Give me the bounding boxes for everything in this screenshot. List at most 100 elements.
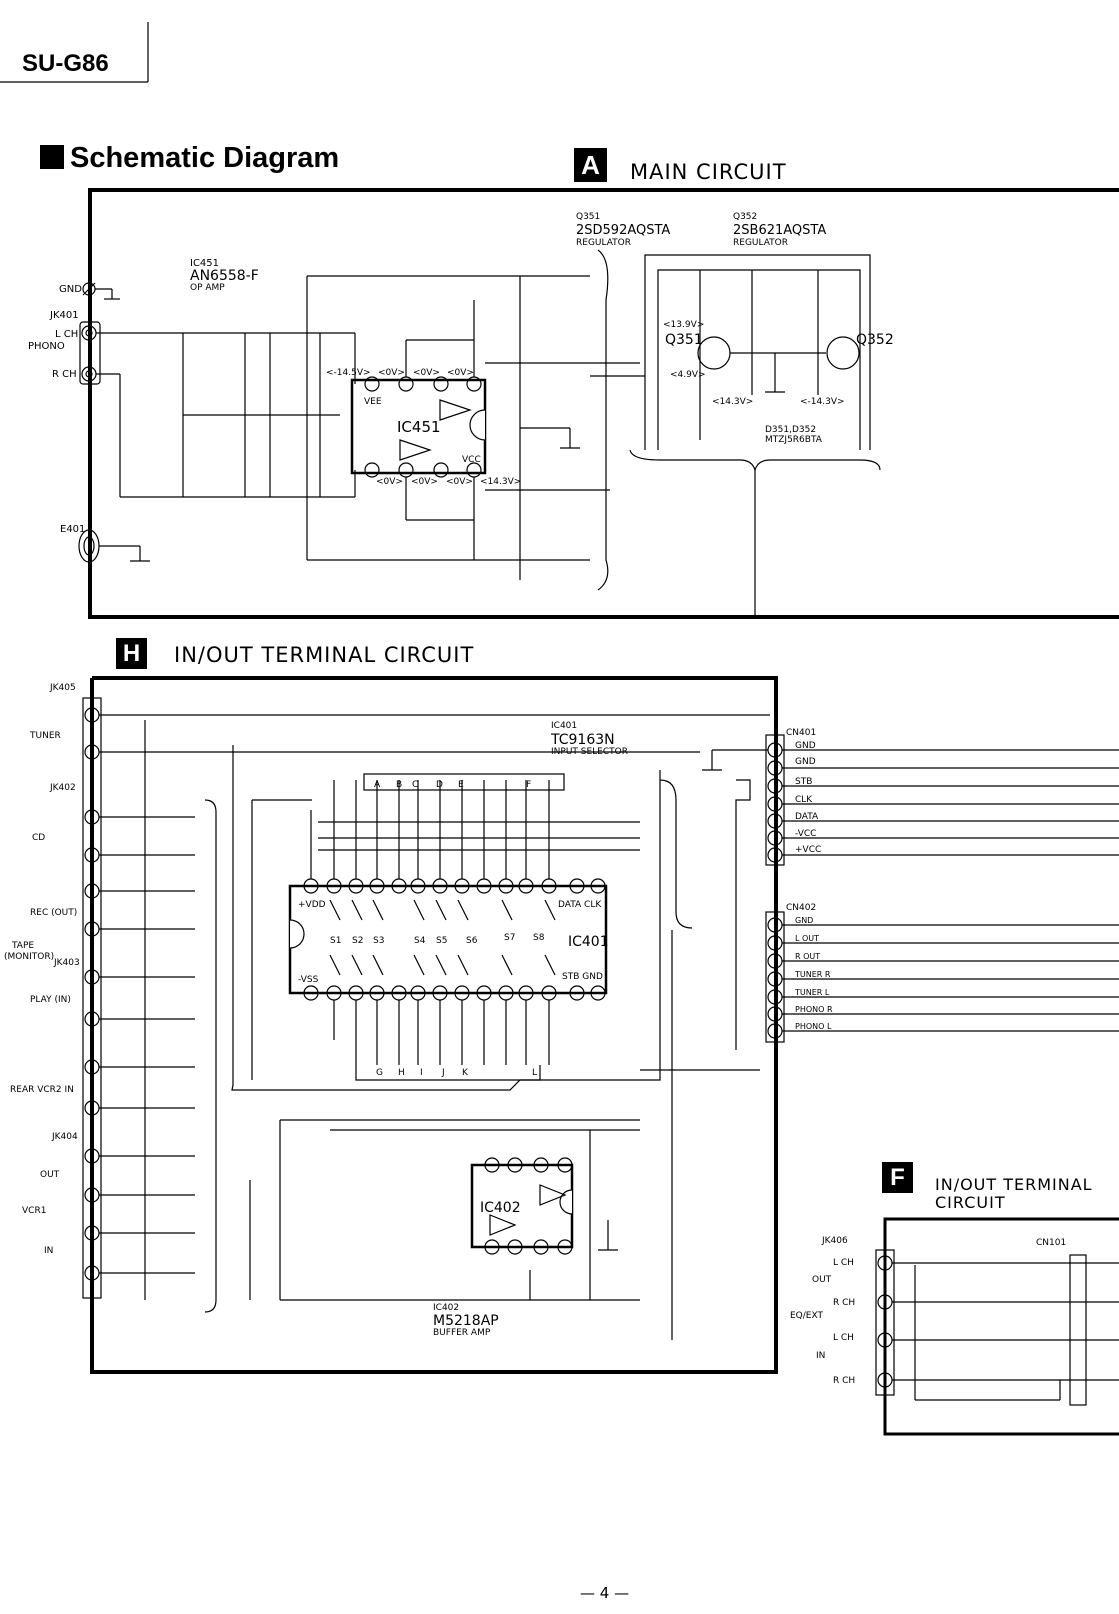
bus-label: A xyxy=(374,780,381,790)
cn401-pin-label: GND xyxy=(795,757,816,767)
page-title: Schematic Diagram xyxy=(40,142,339,175)
section-a-badge: A xyxy=(574,148,607,182)
voltage-label: <-14.3V> xyxy=(800,397,845,407)
e401-label: E401 xyxy=(60,524,85,535)
section-h-title: IN/OUT TERMINAL CIRCUIT xyxy=(174,643,475,667)
vcr1-label: VCR1 xyxy=(22,1206,46,1216)
voltage-label: <0V> xyxy=(413,368,440,378)
switch-label: S7 xyxy=(504,933,515,943)
q351-part: 2SD592AQSTA xyxy=(576,223,670,238)
q352-role: REGULATOR xyxy=(733,238,788,248)
jk402-label: JK402 xyxy=(49,783,76,793)
out-label: OUT xyxy=(40,1170,60,1180)
ic401-ref: IC401 xyxy=(551,721,577,731)
cd-label: CD xyxy=(32,833,45,843)
diode-part: MTZJ5R6BTA xyxy=(765,435,823,445)
cn402-pin-label: GND xyxy=(795,916,813,925)
voltage-label: <0V> xyxy=(446,477,473,487)
ic401-switches xyxy=(329,899,556,976)
r-ch-label: R CH xyxy=(833,1298,855,1308)
r-ch-label: R CH xyxy=(52,369,77,380)
switch-label: S4 xyxy=(414,936,426,946)
ic401-pins xyxy=(303,878,606,1001)
voltage-label: <13.9V> xyxy=(663,320,704,330)
cn402-label: CN402 xyxy=(786,903,816,913)
bus-label: G xyxy=(376,1068,383,1078)
q351-role: REGULATOR xyxy=(576,238,631,248)
tuner-label: TUNER xyxy=(29,731,61,741)
cn401-pin-label: -VCC xyxy=(795,829,816,839)
bus-label: D xyxy=(436,780,443,790)
switch-label: S6 xyxy=(466,936,478,946)
vss-label: -VSS xyxy=(298,975,319,985)
voltage-label: <14.3V> xyxy=(480,477,521,487)
q351-ref: Q351 xyxy=(576,212,600,222)
cn401-pin-label: CLK xyxy=(795,795,813,805)
vcc-label: VCC xyxy=(462,455,481,465)
section-f-title-2: CIRCUIT xyxy=(935,1193,1006,1212)
ic401-body-label: IC401 xyxy=(568,934,609,950)
bus-label: J xyxy=(441,1068,445,1078)
voltage-label: <0V> xyxy=(447,368,474,378)
model-number: SU-G86 xyxy=(22,50,109,77)
bus-label: B xyxy=(396,780,402,790)
section-f-badge: F xyxy=(882,1162,913,1193)
monitor-label: (MONITOR) xyxy=(4,952,54,962)
cn402-pin-label: R OUT xyxy=(795,952,820,961)
out-label: OUT xyxy=(812,1275,832,1285)
gnd-label: GND xyxy=(59,284,82,295)
ic402-role: BUFFER AMP xyxy=(433,1328,491,1338)
bus-label: I xyxy=(420,1068,423,1078)
bus-label: E xyxy=(458,780,464,790)
page-title-text: Schematic Diagram xyxy=(70,142,340,174)
voltage-label: <4.9V> xyxy=(670,370,706,380)
ic451-ref: IC451 xyxy=(190,258,219,269)
cn402-pin-label: PHONO R xyxy=(795,1005,833,1014)
bus-label: H xyxy=(398,1068,405,1078)
h-circuit-labels: JK405 TUNER JK402 CD REC (OUT) TAPE (MON… xyxy=(4,683,833,1338)
ic402-ref: IC402 xyxy=(433,1303,459,1313)
bus-label: F xyxy=(526,780,531,790)
cn401-pin-label: STB xyxy=(795,777,812,787)
f-circuit-frame xyxy=(883,1217,1119,1436)
l-ch-label: L CH xyxy=(833,1333,854,1343)
q351-body-label: Q351 xyxy=(665,332,703,348)
cn401-pin-label: +VCC xyxy=(795,845,821,855)
header-frame xyxy=(0,22,149,83)
cn402-pin-label: PHONO L xyxy=(795,1022,832,1031)
ic451-part: AN6558-F xyxy=(190,268,259,284)
ic401-part: TC9163N xyxy=(550,732,615,748)
rec-out-label: REC (OUT) xyxy=(30,908,77,918)
cn402-pin-label: TUNER R xyxy=(794,970,831,979)
switch-label: S2 xyxy=(352,936,363,946)
section-h-badge: H xyxy=(116,638,147,669)
l-ch-label: L CH xyxy=(55,329,78,340)
cn401-pin-label: GND xyxy=(795,741,816,751)
phono-label: PHONO xyxy=(28,341,65,352)
voltage-label: <0V> xyxy=(378,368,405,378)
stb-gnd-label: STB GND xyxy=(562,972,603,982)
ic402-part: M5218AP xyxy=(433,1313,499,1329)
bus-label: L xyxy=(532,1068,537,1078)
cn401-pin-label: DATA xyxy=(795,812,819,822)
switch-label: S3 xyxy=(373,936,384,946)
title-bullet-icon xyxy=(40,145,64,169)
h-circuit-wiring xyxy=(82,697,1119,1340)
main-circuit-labels: GND JK401 L CH PHONO R CH E401 IC451 AN6… xyxy=(28,212,894,535)
q352-part: 2SB621AQSTA xyxy=(733,223,826,238)
switch-label: S8 xyxy=(533,933,545,943)
jk403-label: JK403 xyxy=(53,958,80,968)
data-clk-label: DATA CLK xyxy=(558,900,602,910)
page-number: — 4 — xyxy=(580,1584,630,1602)
vdd-label: +VDD xyxy=(298,900,326,910)
jk401-label: JK401 xyxy=(49,310,79,321)
l-ch-label: L CH xyxy=(833,1258,854,1268)
voltage-label: <-14.5V> xyxy=(326,368,371,378)
play-in-label: PLAY (IN) xyxy=(30,995,71,1005)
switch-label: S5 xyxy=(436,936,447,946)
cn401-label: CN401 xyxy=(786,728,816,738)
diode-ref: D351,D352 xyxy=(765,425,816,435)
main-circuit-wiring xyxy=(78,249,881,617)
section-f-title-1: IN/OUT TERMINAL xyxy=(935,1175,1093,1194)
